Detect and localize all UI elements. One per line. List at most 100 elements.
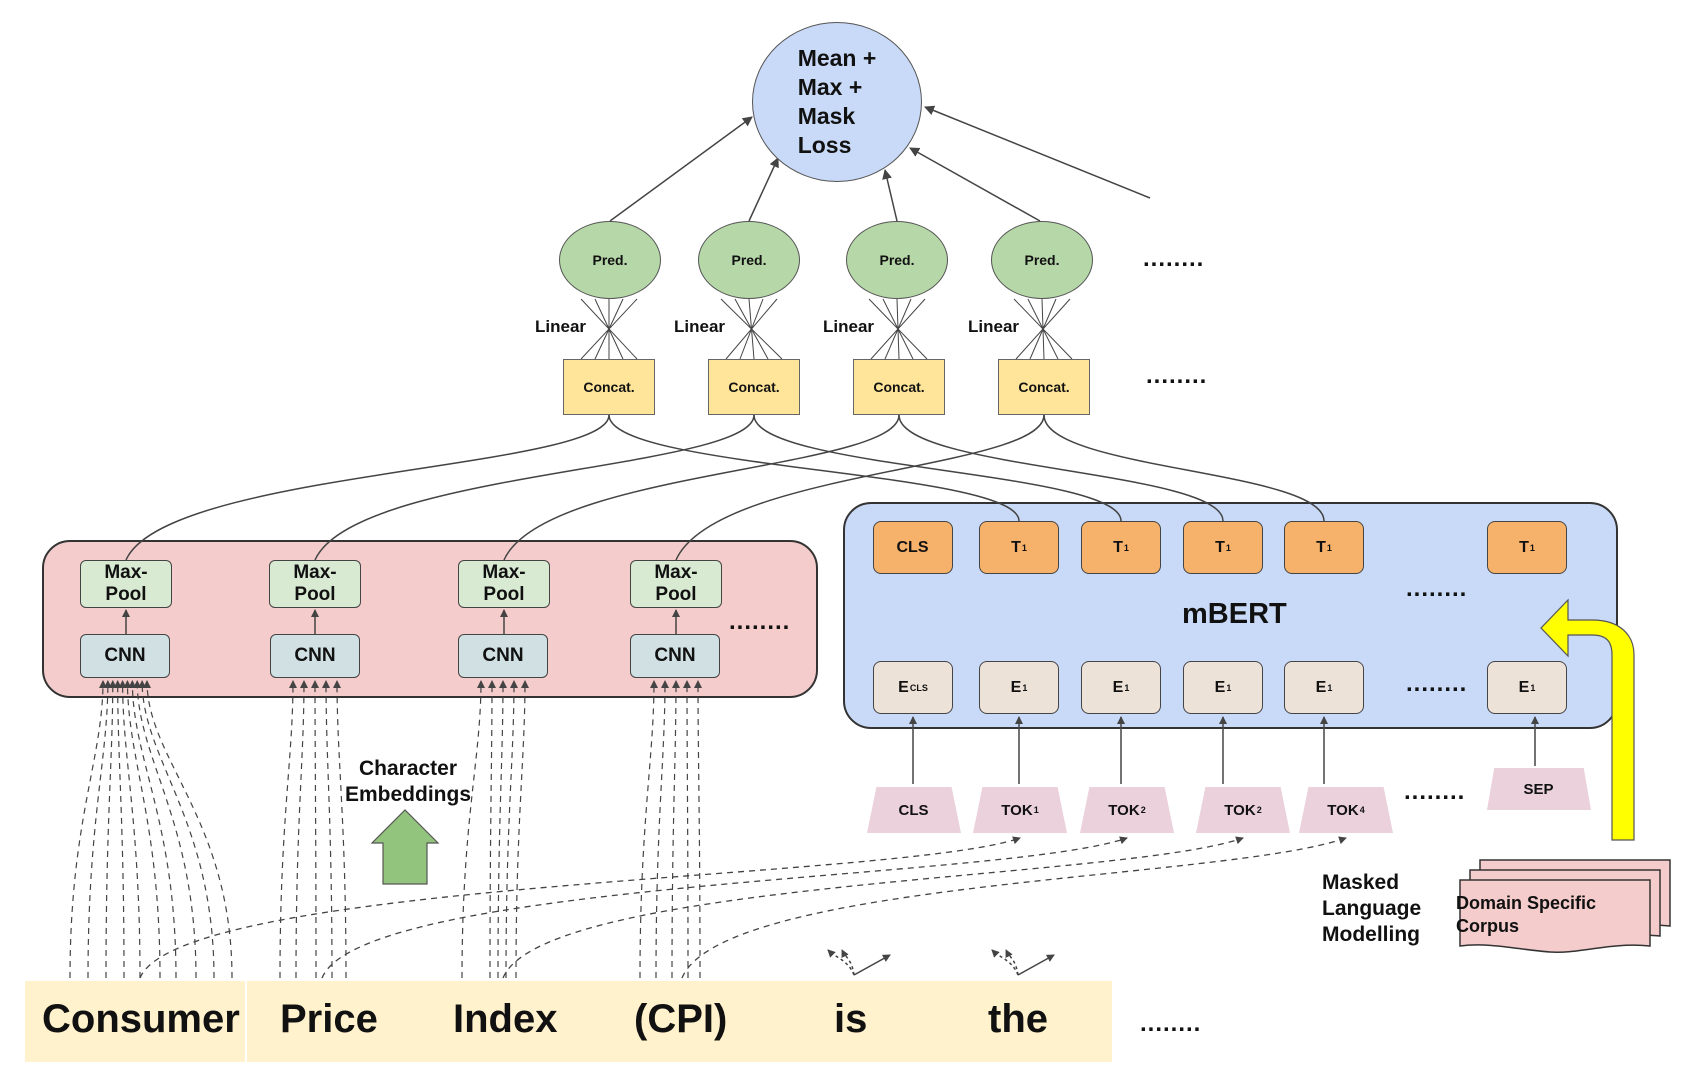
char-embedding-dashed-line [279, 680, 297, 979]
word-to-token-dashed-curve [681, 836, 1347, 979]
cnn-node-2: CNN [270, 634, 360, 678]
pred-to-loss-arrow [748, 157, 779, 222]
char-embedding-dashed-line [333, 680, 347, 979]
char-embedding-dashed-line [683, 680, 692, 979]
cell-main: T [1215, 538, 1225, 556]
cell-sub: 1 [1021, 542, 1027, 553]
word-small-dashed-arrow [841, 949, 855, 976]
corpus-label-line: Corpus [1456, 916, 1519, 936]
word-cpi: (CPI) [634, 997, 728, 1041]
cnn-node-1: CNN [80, 634, 170, 678]
cell-main: CLS [896, 538, 929, 556]
cell-sub: 4 [1359, 805, 1365, 815]
linear-label-4: Linear [968, 317, 1020, 336]
char-embedding-dashed-line [515, 680, 529, 979]
loss-label-line: Mean + [797, 45, 877, 71]
cell-sub: 1 [1022, 682, 1028, 693]
pred-node-3: Pred. [846, 221, 948, 299]
pred-node-1: Pred. [559, 221, 661, 299]
cell-main: T [1316, 538, 1326, 556]
ellipsis-mbert-embed: ........ [1406, 670, 1468, 697]
concat-to-mbert-curve [608, 414, 1020, 522]
concat-to-maxpool-curve [675, 414, 1045, 561]
ellipsis-tokens: ........ [1404, 778, 1466, 805]
cell-main: E [1518, 678, 1530, 696]
char-embedding-dashed-line [123, 680, 161, 979]
corpus-label-line: Domain Specific [1456, 893, 1597, 913]
char-embedding-dashed-line [87, 680, 112, 979]
concat-to-maxpool-curve [503, 414, 900, 561]
mlm-label-line: Modelling [1322, 923, 1420, 946]
word-small-dashed-arrow [991, 949, 1019, 976]
char-embeddings-label: Character Embeddings [345, 756, 471, 808]
word-small-dashed-arrow [1005, 949, 1019, 976]
corpus-label: Domain Specific Corpus [1456, 892, 1596, 938]
char-embedding-dashed-line [497, 680, 507, 979]
char-embedding-dashed-line [133, 680, 197, 979]
char-embedding-dashed-line [113, 680, 125, 979]
ellipsis-pred: ........ [1143, 245, 1205, 272]
loss-label: Mean + Max + Mask Loss [798, 44, 877, 160]
concat-to-mbert-curve [898, 414, 1224, 522]
word-small-solid-arrow [1017, 954, 1055, 976]
char-embeddings-label-line: Embeddings [345, 783, 472, 806]
cell-sub: 1 [1033, 805, 1039, 815]
linear-fan-line [1015, 298, 1071, 360]
cell-sub: 2 [1140, 805, 1146, 815]
cnn-node-4: CNN [630, 634, 720, 678]
char-embeddings-label-line: Character [358, 757, 458, 780]
char-embedding-dashed-line [69, 680, 107, 979]
cell-sub: 1 [1529, 542, 1535, 553]
word-to-token-dashed-curve [502, 836, 1244, 979]
loss-node: Mean + Max + Mask Loss [752, 22, 922, 182]
ellipsis-concat: ........ [1146, 362, 1208, 389]
concat-to-mbert-curve [1043, 414, 1325, 522]
concat-to-maxpool-curve [125, 414, 610, 561]
char-embedding-green-arrow [370, 809, 440, 885]
pred-node-4: Pred. [991, 221, 1093, 299]
char-embedding-dashed-line [138, 680, 215, 979]
char-embedding-dashed-line [505, 680, 518, 979]
cell-sub: 1 [1327, 682, 1333, 693]
pred-to-loss-arrow [909, 147, 1041, 222]
cell-main: CLS [898, 801, 929, 819]
sentence-strip-divider [245, 981, 247, 1062]
char-embedding-dashed-line [639, 680, 658, 979]
cell-main: E [1112, 678, 1124, 696]
word-to-token-dashed-curve [139, 836, 1021, 979]
pred-node-2: Pred. [698, 221, 800, 299]
pred-to-loss-arrow [924, 105, 1151, 199]
cell-main: T [1011, 538, 1021, 556]
word-the: the [988, 997, 1048, 1041]
cell-main: TOK [1327, 801, 1359, 819]
token-sep: SEP [1487, 768, 1591, 810]
token-cls: CLS [867, 787, 961, 833]
loss-label-line: Mask [797, 103, 856, 129]
cell-main: E [1214, 678, 1226, 696]
char-embedding-dashed-line [311, 680, 320, 979]
sentence-strip [25, 981, 1112, 1062]
cell-sub: 1 [1124, 682, 1130, 693]
word-to-token-dashed-curve [321, 836, 1128, 979]
cell-main: TOK [1001, 801, 1033, 819]
char-embedding-dashed-line [105, 680, 117, 979]
char-embedding-dashed-line [694, 680, 703, 979]
word-small-solid-arrow [853, 954, 891, 976]
maxpool-node-3: Max-Pool [458, 560, 550, 608]
char-embedding-dashed-line [118, 680, 141, 979]
cell-main: E [1315, 678, 1327, 696]
concat-node-4: Concat. [998, 359, 1090, 415]
ellipsis-mbert-output: ........ [1406, 575, 1468, 602]
corpus-document [1459, 879, 1651, 953]
pred-to-loss-arrow [609, 116, 753, 222]
